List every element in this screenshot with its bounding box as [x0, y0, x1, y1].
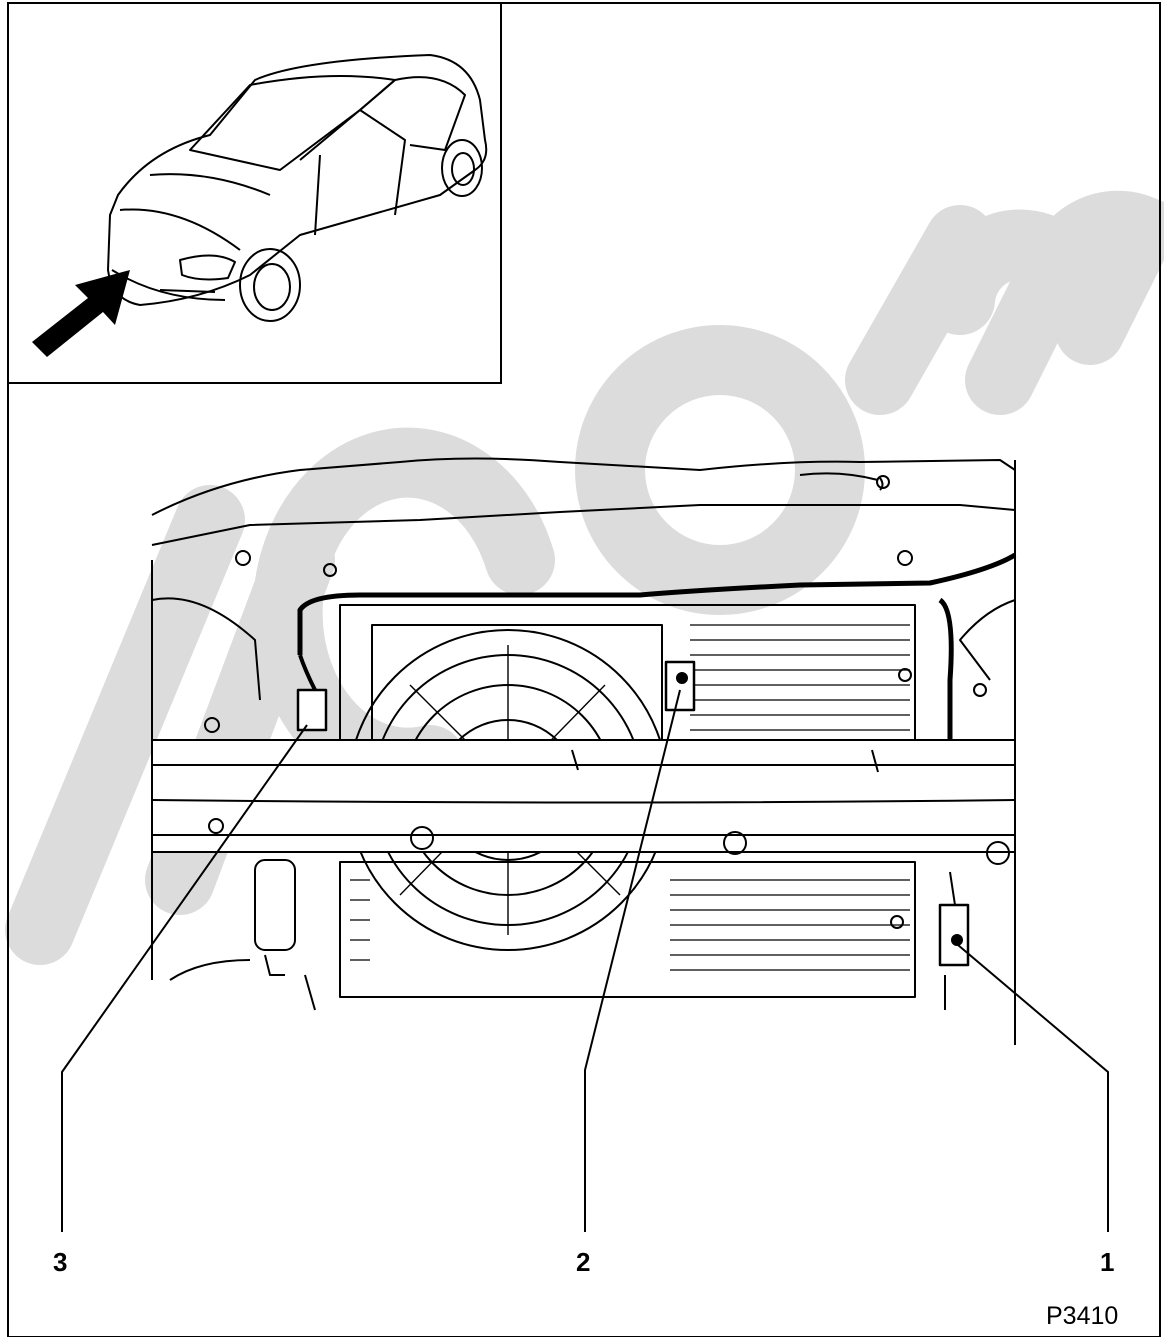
front-end-illustration: [151, 457, 1017, 1045]
connector-3-body: [296, 688, 328, 732]
figure-reference: P3410: [1046, 1302, 1119, 1330]
callout-label-3: 3: [53, 1247, 68, 1277]
inset-car-view: [7, 2, 502, 384]
callout-label-2: 2: [576, 1247, 591, 1277]
connector-2-body: [664, 660, 696, 712]
direction-arrow-icon: [32, 270, 130, 357]
outer-border: [7, 2, 1161, 1337]
leader-line-3: [61, 724, 308, 1232]
leader-line-1: [957, 944, 1109, 1232]
leader-lines: [61, 689, 1109, 1232]
callout-label-1: 1: [1100, 1247, 1115, 1277]
leader-line-2: [584, 689, 681, 1232]
